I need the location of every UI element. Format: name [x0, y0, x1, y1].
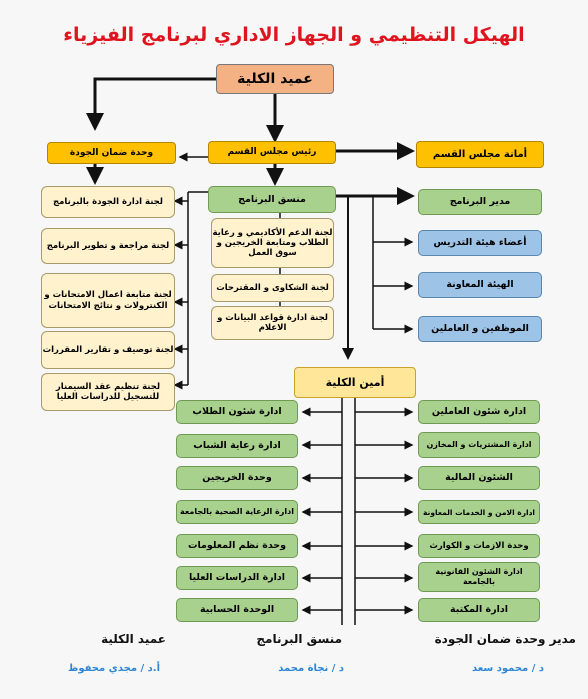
admin-left-1: ادارة شئون الطلاب — [176, 400, 298, 424]
chart-title: الهيكل التنظيمي و الجهاز الاداري لبرنامج… — [63, 24, 525, 46]
footer-name-dean: أ.د / مجدي محفوظ — [67, 663, 160, 674]
admin-left-6: ادارة الدراسات العليا — [176, 566, 298, 590]
footer-role-quality: مدير وحدة ضمان الجودة — [434, 632, 576, 646]
admin-left-4: ادارة الرعاية الصحية بالجامعة — [176, 500, 298, 524]
staff-faculty-members: أعضاء هيئة التدريس — [418, 230, 542, 256]
mid-committee-1: لجنة الدعم الأكاديمي و رعاية الطلاب ومتا… — [211, 218, 334, 268]
coordinator-box: منسق البرنامج — [208, 186, 336, 213]
left-committee-1: لجنة ادارة الجودة بالبرنامج — [41, 186, 175, 218]
staff-employees: الموظفين و العاملين — [418, 316, 542, 342]
admin-right-3: الشئون المالية — [418, 466, 540, 490]
left-committee-4: لجنة توصيف و تقارير المقررات — [41, 331, 175, 369]
mid-committee-3: لجنة ادارة قواعد البيانات و الاعلام — [211, 306, 334, 340]
admin-left-5: وحدة نظم المعلومات — [176, 534, 298, 558]
admin-right-2: ادارة المشتريات و المخازن — [418, 432, 540, 458]
left-committee-5: لجنة تنظيم عقد السيمنار للتسجيل للدراسات… — [41, 373, 175, 411]
admin-right-5: وحدة الازمات و الكوارث — [418, 534, 540, 558]
footer-role-dean: عميد الكلية — [101, 632, 166, 646]
dept-secretariat-box: أمانة مجلس القسم — [416, 141, 544, 168]
footer-name-coordinator: د / نجاة محمد — [278, 663, 344, 674]
footer-name-quality: د / محمود سعد — [472, 663, 544, 674]
admin-right-1: ادارة شئون العاملين — [418, 400, 540, 424]
quality-unit-box: وحدة ضمان الجودة — [47, 142, 176, 164]
dean-box: عميد الكلية — [216, 64, 334, 94]
staff-assistants: الهيئة المعاونة — [418, 272, 542, 298]
admin-right-7: ادارة المكتبة — [418, 598, 540, 622]
secretary-box: أمين الكلية — [294, 367, 416, 398]
admin-left-2: ادارة رعاية الشباب — [176, 434, 298, 458]
admin-right-4: ادارة الامن و الخدمات المعاونة — [418, 500, 540, 524]
dept-head-box: رئيس مجلس القسم — [208, 141, 336, 164]
staff-program-director: مدير البرنامج — [418, 189, 542, 215]
left-committee-3: لجنة متابعة اعمال الامتحانات و الكنترولا… — [41, 273, 175, 328]
admin-left-7: الوحدة الحسابية — [176, 598, 298, 622]
admin-left-3: وحدة الخريجين — [176, 466, 298, 490]
admin-right-6: ادارة الشئون القانونية بالجامعة — [418, 562, 540, 592]
left-committee-2: لجنة مراجعة و تطوير البرنامج — [41, 228, 175, 264]
mid-committee-2: لجنة الشكاوى و المقترحات — [211, 274, 334, 302]
footer-role-coordinator: منسق البرنامج — [256, 632, 342, 646]
